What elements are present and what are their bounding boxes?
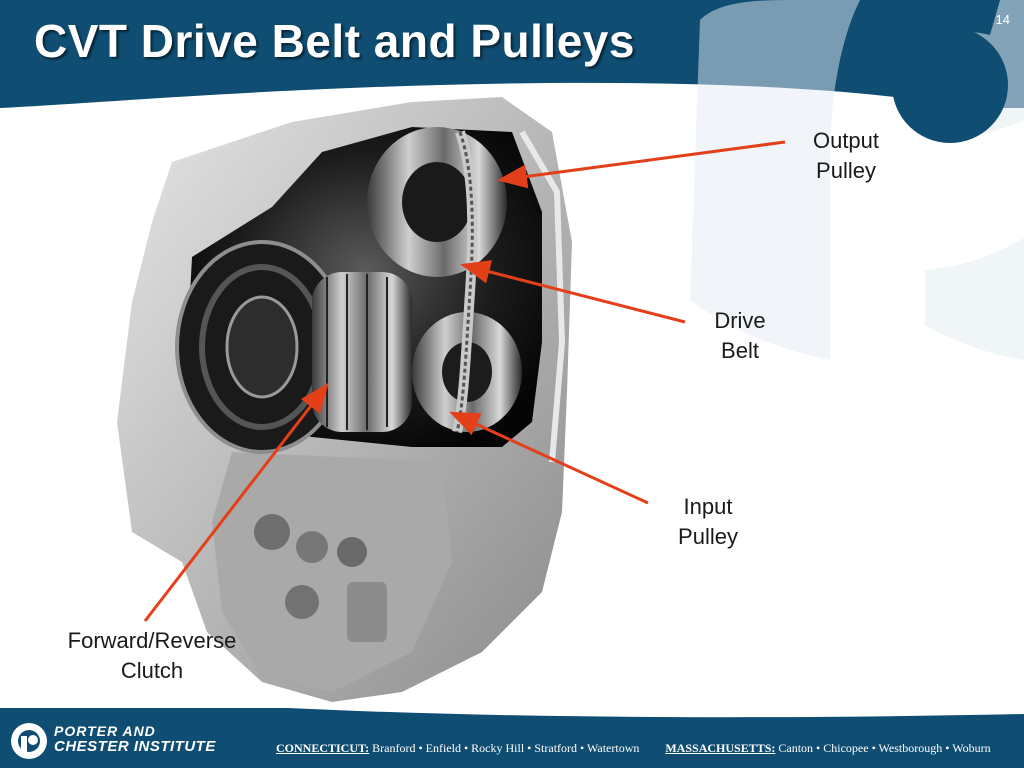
- porter-chester-logo-icon: [11, 723, 47, 759]
- brand-name: PORTER AND CHESTER INSTITUTE: [54, 723, 216, 755]
- callout-drive-belt: Drive Belt: [714, 308, 766, 363]
- connecticut-label: CONNECTICUT:: [276, 741, 370, 755]
- massachusetts-locations: Canton • Chicopee • Westborough • Woburn: [778, 741, 991, 755]
- slide-title: CVT Drive Belt and Pulleys: [34, 15, 635, 67]
- connecticut-locations: Branford • Enfield • Rocky Hill • Stratf…: [372, 741, 640, 755]
- callout-output-pulley: Output Pulley: [812, 128, 880, 183]
- callout-forward-reverse-clutch: Forward/Reverse Clutch: [67, 628, 237, 683]
- massachusetts-label: MASSACHUSETTS:: [665, 741, 776, 755]
- slide-number: 14: [995, 12, 1010, 27]
- footer-band: [0, 708, 1024, 768]
- campus-locations: CONNECTICUT: Branford • Enfield • Rocky …: [276, 741, 991, 756]
- cvt-cutaway-photo: [117, 97, 572, 702]
- callout-input-pulley: Input Pulley: [678, 494, 738, 549]
- footer: PORTER AND CHESTER INSTITUTE CONNECTICUT…: [0, 708, 1024, 768]
